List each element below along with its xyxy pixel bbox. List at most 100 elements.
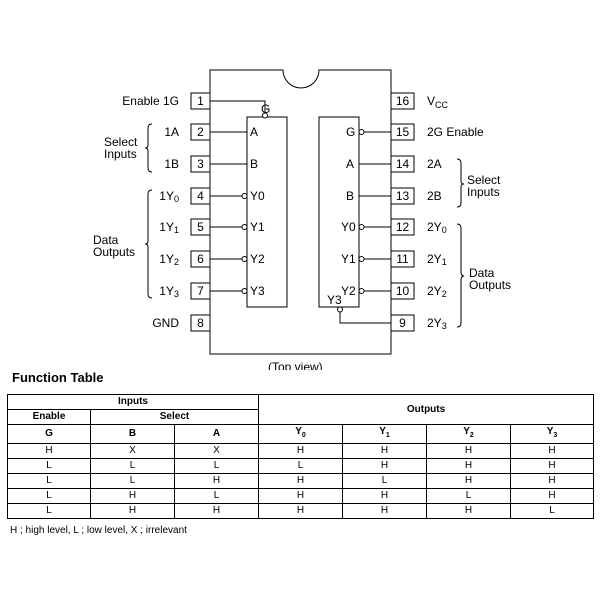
pin-box — [190, 187, 211, 205]
pinout-diagram: G A B Y0 Y1 Y2 Y3 G A B Y0 Y1 Y2 Y3 1Ena… — [93, 69, 511, 374]
pin-box — [390, 155, 415, 173]
table-cell: H — [258, 443, 344, 459]
table-cell: L — [173, 488, 260, 504]
pin-number: 11 — [396, 252, 409, 266]
decoder-block-1 — [246, 116, 288, 308]
table-cell: H — [342, 488, 428, 504]
table-cell: H — [510, 488, 595, 504]
pin-label: 2G Enable — [427, 125, 484, 139]
pin-5: 5 1Y1 — [159, 218, 211, 236]
pin-label: 1Y3 — [159, 284, 179, 299]
pin-number: 7 — [197, 284, 204, 298]
pin-number: 4 — [197, 189, 204, 203]
pin-label: 2A — [427, 157, 442, 171]
block2-signal-y2: Y2 — [341, 284, 356, 298]
pin-label: Enable 1G — [122, 94, 179, 108]
function-table-footnote: H ; high level, L ; low level, X ; irrel… — [10, 525, 187, 536]
pin-3: 3 1B — [164, 155, 211, 173]
pin-2: 21A — [164, 123, 211, 141]
pin-number: 14 — [396, 157, 410, 171]
inversion-bubble-1g — [262, 112, 268, 119]
column-header-b: B — [90, 424, 175, 444]
label-select-inputs-left-1: Select — [104, 135, 138, 149]
ic-package-outline — [209, 69, 392, 355]
table-cell: H — [258, 473, 344, 489]
block1-signal-y2: Y2 — [250, 252, 265, 266]
pin-label: 1B — [164, 157, 179, 171]
pin-number: 2 — [197, 125, 204, 139]
table-cell: H — [90, 488, 175, 504]
pin-box — [390, 282, 415, 300]
column-header-y3: Y3 — [510, 424, 595, 444]
pin-number: 13 — [396, 189, 410, 203]
column-header-y0: Y0 — [258, 424, 344, 444]
table-cell: H — [90, 503, 175, 519]
block2-signal-a: A — [346, 157, 354, 171]
table-cell: H — [510, 458, 595, 474]
pin-box — [390, 187, 415, 205]
pin-number: 3 — [197, 157, 204, 171]
pin-box — [190, 92, 211, 110]
table-cell: X — [173, 443, 260, 459]
block2-signal-b: B — [346, 189, 354, 203]
column-header-a: A — [173, 424, 260, 444]
pin-box — [390, 92, 415, 110]
column-header-y2: Y2 — [426, 424, 512, 444]
block1-signal-g: G — [261, 102, 270, 116]
outputs-header: Outputs — [258, 394, 595, 425]
brace-data-right — [456, 223, 465, 328]
table-cell: L — [173, 458, 260, 474]
pin-13: 13 2B — [390, 187, 442, 205]
select-header: Select — [89, 409, 260, 425]
pin-14: 14 2A — [390, 155, 442, 173]
block2-signal-y3: Y3 — [327, 293, 342, 307]
pin-number: 12 — [396, 220, 410, 234]
brace-select-right — [456, 158, 465, 208]
table-cell: H — [342, 458, 428, 474]
pin-box — [390, 218, 415, 236]
label-select-inputs-right-2: Inputs — [467, 185, 500, 199]
pin-box — [190, 250, 211, 268]
inputs-header: Inputs — [6, 394, 260, 410]
block1-output-wires — [210, 193, 248, 294]
brace-select-left — [144, 123, 153, 173]
table-cell: H — [510, 473, 595, 489]
top-view-label: (Top view) — [268, 360, 323, 370]
table-cell: L — [7, 473, 91, 489]
table-cell: H — [510, 443, 595, 459]
block2-wires — [337, 129, 391, 324]
pin-7: 7 1Y3 — [159, 282, 211, 300]
label-select-inputs-right-1: Select — [467, 173, 501, 187]
pin-number: 9 — [399, 316, 406, 330]
table-cell: H — [173, 503, 260, 519]
pin-label: 2B — [427, 189, 442, 203]
pin-label: 2Y0 — [427, 220, 447, 235]
pin-number: 5 — [197, 220, 204, 234]
pin-12: 12 2Y0 — [390, 218, 447, 236]
pin-label: VCC — [427, 94, 449, 110]
block1-signal-a: A — [250, 125, 258, 139]
pin-15: 15 2G Enable — [390, 123, 484, 141]
block1-signal-y0: Y0 — [250, 189, 265, 203]
label-data-outputs-left-2: Outputs — [93, 245, 135, 259]
table-cell: L — [342, 473, 428, 489]
table-cell: H — [258, 488, 344, 504]
pin-label: 1Y1 — [159, 220, 179, 235]
pin-number: 15 — [396, 125, 410, 139]
pin-box — [190, 123, 211, 141]
table-cell: H — [426, 443, 512, 459]
